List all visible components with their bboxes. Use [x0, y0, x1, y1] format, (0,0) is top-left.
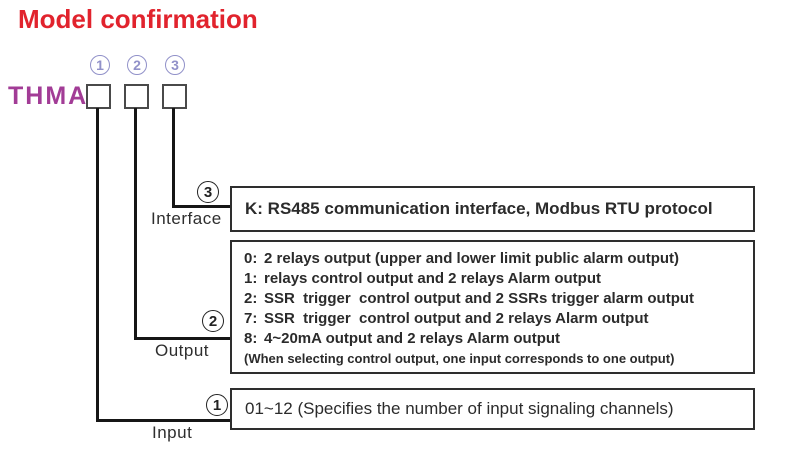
- input-text: 01~12 (Specifies the number of input sig…: [245, 399, 674, 418]
- output-option-text: 2 relays output (upper and lower limit p…: [264, 250, 680, 267]
- circled-digit-1-dark-icon: 1: [206, 394, 228, 416]
- output-description-box: 0: 2 relays output (upper and lower limi…: [230, 240, 755, 374]
- output-option-key: 1:: [244, 270, 258, 287]
- output-label: Output: [155, 341, 210, 360]
- output-option-key: 2:: [244, 290, 258, 307]
- circled-digit-3-dark-icon: 3: [197, 181, 219, 203]
- connector-2-vertical: [134, 108, 137, 340]
- connector-1-horizontal: [96, 419, 232, 422]
- connector-3-vertical: [172, 108, 175, 208]
- code-box-3: [162, 84, 187, 109]
- input-label: Input: [152, 423, 193, 442]
- output-option-text: SSR trigger control output and 2 relays …: [264, 310, 649, 327]
- circled-digit-1-icon: 1: [90, 55, 110, 75]
- input-description-box: 01~12 (Specifies the number of input sig…: [230, 388, 755, 430]
- connector-2-horizontal: [134, 337, 232, 340]
- code-box-2: [124, 84, 149, 109]
- circled-digit-2-dark-icon: 2: [202, 310, 224, 332]
- circled-digit-2-icon: 2: [127, 55, 147, 75]
- page-title: Model confirmation: [18, 4, 258, 34]
- output-option: 0: 2 relays output (upper and lower limi…: [244, 249, 753, 269]
- output-option-key: 0:: [244, 250, 258, 267]
- output-option-text: relays control output and 2 relays Alarm…: [264, 270, 602, 287]
- connector-3-horizontal: [172, 205, 232, 208]
- output-note: (When selecting control output, one inpu…: [244, 351, 675, 366]
- output-option: 2: SSR trigger control output and 2 SSRs…: [244, 289, 753, 309]
- output-option: 8: 4~20mA output and 2 relays Alarm outp…: [244, 329, 753, 349]
- interface-label: Interface: [151, 209, 222, 228]
- circled-digit-3-icon: 3: [165, 55, 185, 75]
- output-option-key: 8:: [244, 330, 258, 347]
- code-box-1: [86, 84, 111, 109]
- output-option: 7: SSR trigger control output and 2 rela…: [244, 309, 753, 329]
- interface-text: K: RS485 communication interface, Modbus…: [245, 199, 713, 218]
- output-option: 1: relays control output and 2 relays Al…: [244, 269, 753, 289]
- output-option-text: SSR trigger control output and 2 SSRs tr…: [264, 290, 695, 307]
- model-prefix: THMA: [8, 82, 89, 110]
- interface-description-box: K: RS485 communication interface, Modbus…: [230, 186, 755, 232]
- output-option-text: 4~20mA output and 2 relays Alarm output: [264, 330, 561, 347]
- output-option-key: 7:: [244, 310, 258, 327]
- connector-1-vertical: [96, 108, 99, 421]
